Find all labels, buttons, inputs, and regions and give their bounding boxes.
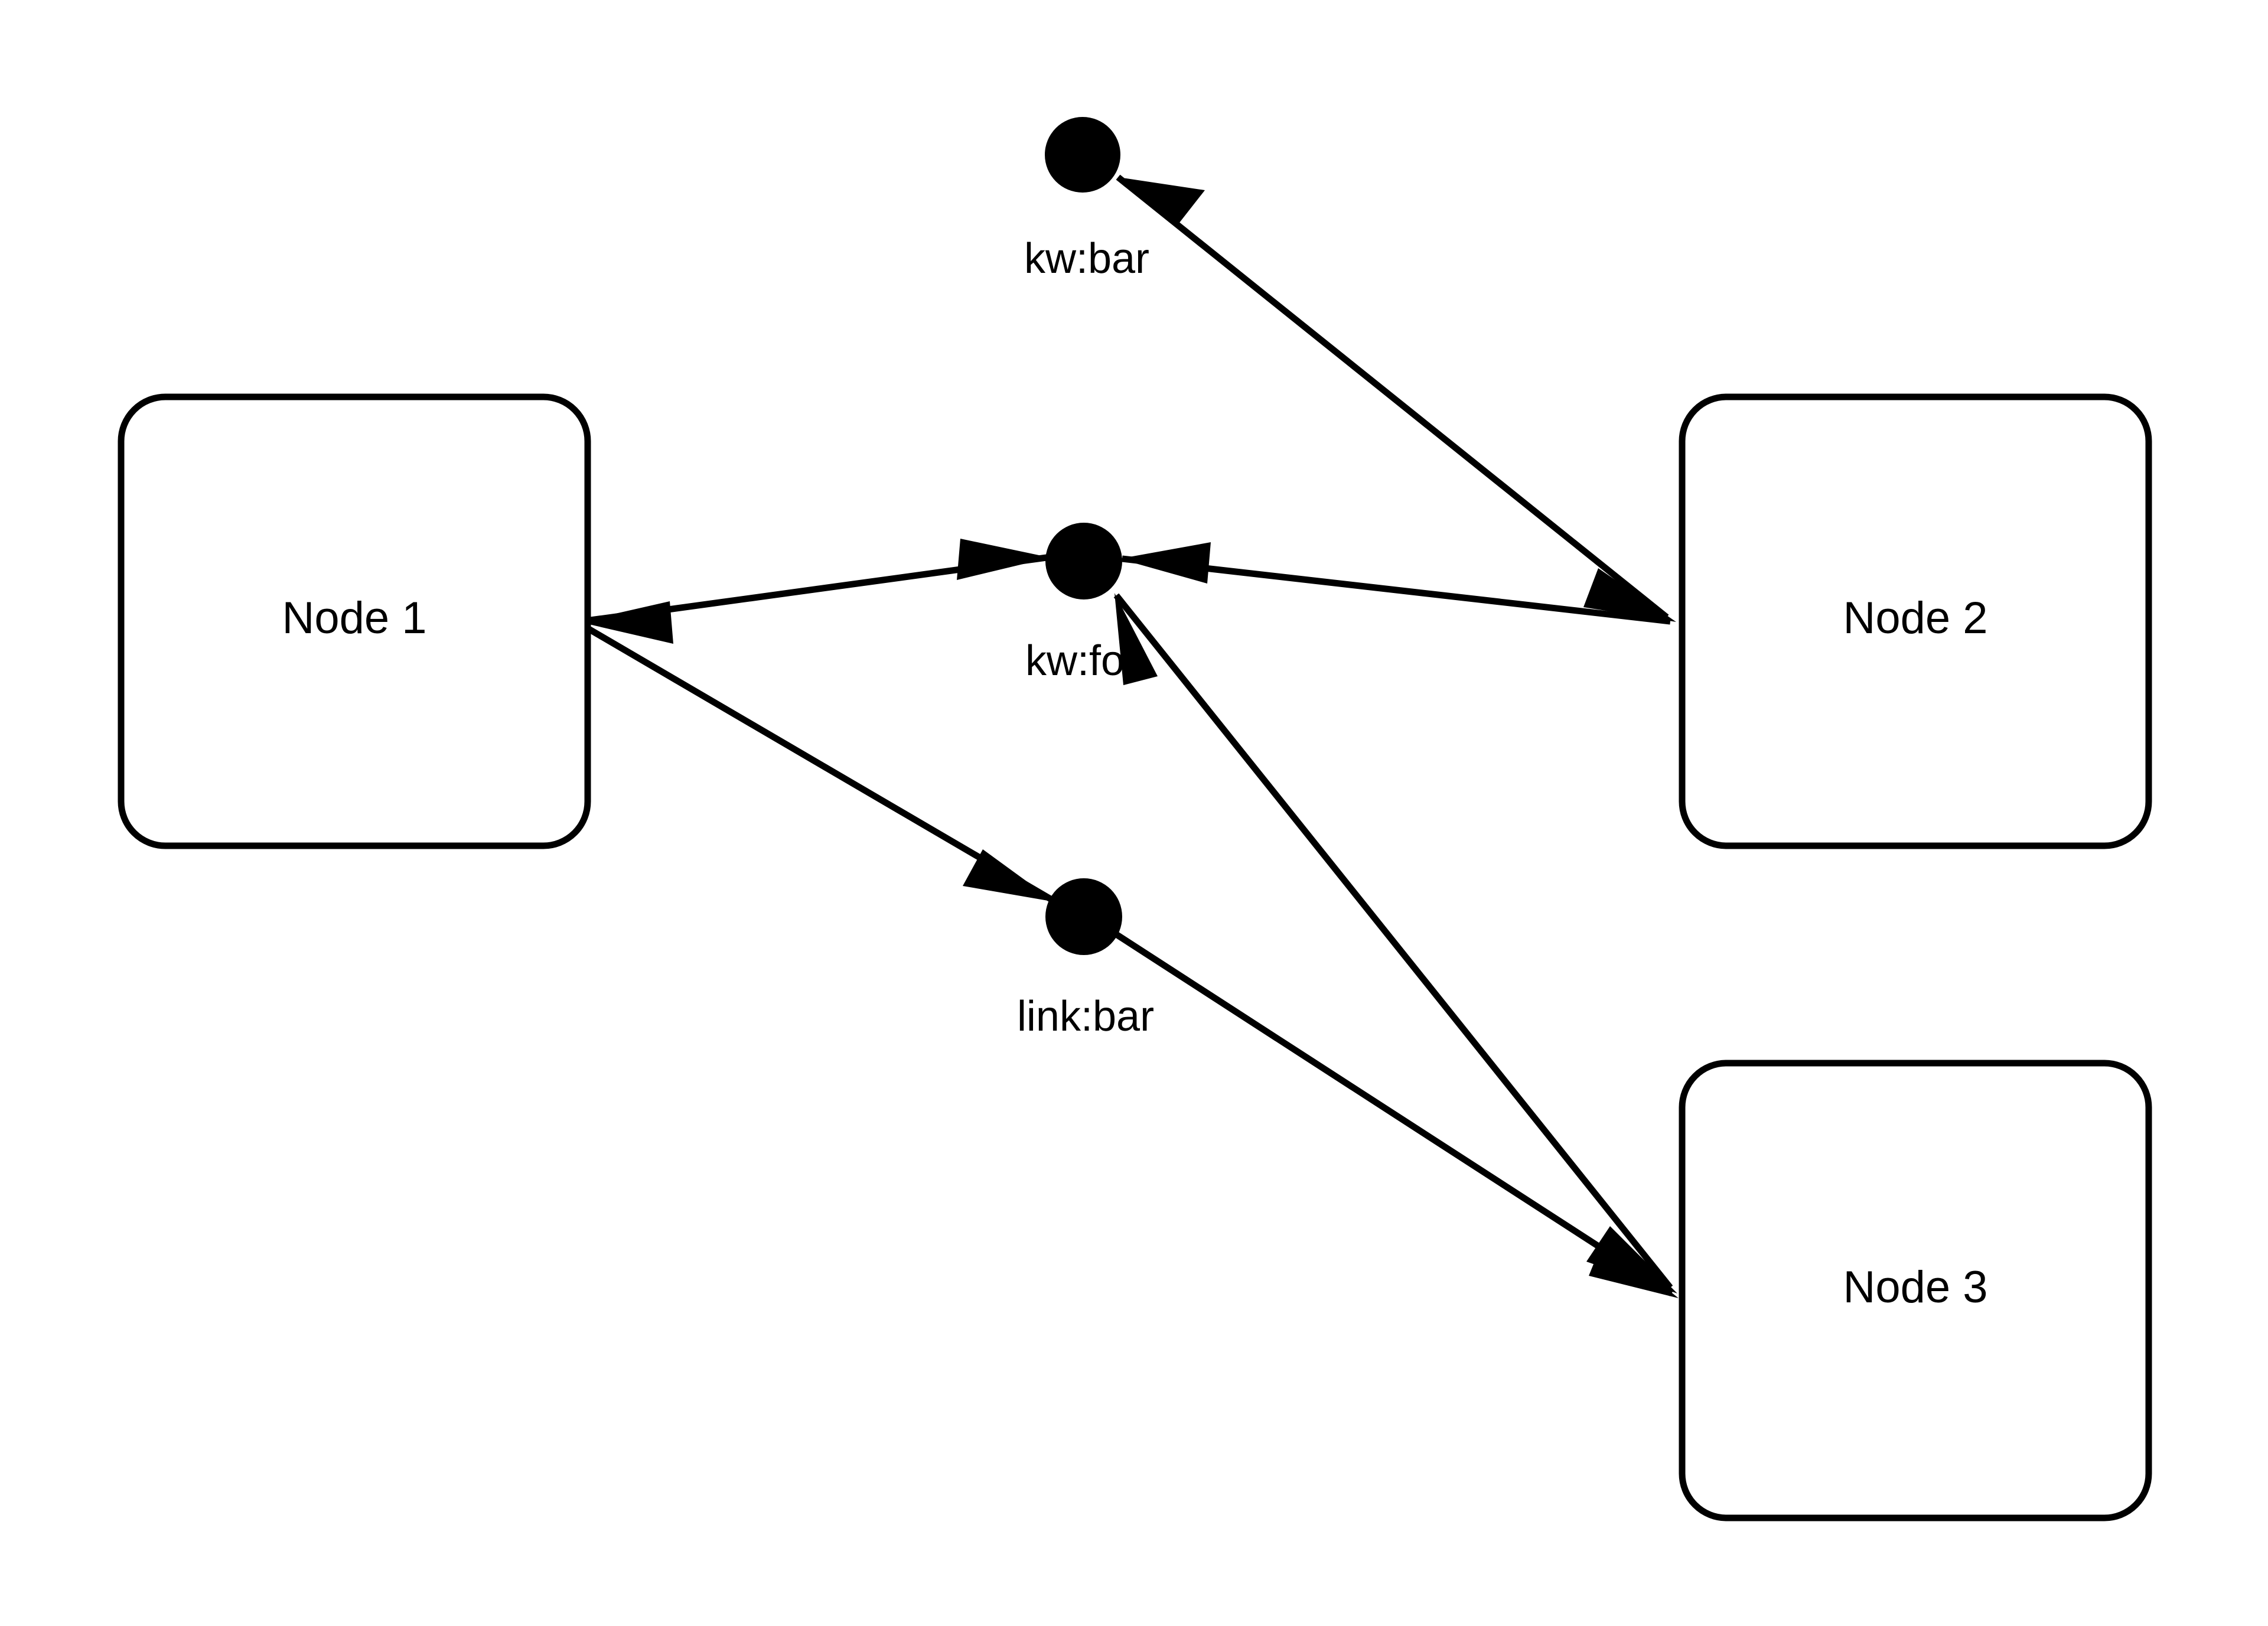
edge-line — [1115, 931, 1673, 1296]
arrow-head-node2-upper — [1583, 568, 1676, 622]
nodes-layer: Node 1 Node 2 Node 3 — [118, 393, 2152, 1521]
keyword-node-kwfoo[interactable]: kw:foo — [1025, 523, 1148, 685]
keyword-label-linkbar: link:bar — [1017, 993, 1154, 1040]
edge-line — [1122, 555, 1671, 625]
node-label-node3: Node 3 — [1843, 1262, 1987, 1312]
arrow-head-node1 — [579, 601, 673, 644]
edge-line — [1116, 174, 1669, 620]
keyword-dot-icon — [1045, 523, 1122, 599]
edges-layer — [579, 174, 1679, 1298]
arrow-head-kwfoo-right — [1119, 542, 1211, 584]
keyword-node-kwbar[interactable]: kw:bar — [1024, 117, 1149, 282]
arrow-head-kwfoo-lower — [1115, 593, 1158, 685]
keyword-label-kwfoo: kw:foo — [1025, 637, 1148, 685]
node-rect — [1679, 1060, 2152, 1521]
edge-linkbar-node3[interactable] — [1115, 931, 1679, 1298]
edge-node1-linkbar[interactable] — [580, 622, 1055, 903]
arrow-head-kwbar — [1118, 177, 1205, 226]
node-box-node3[interactable]: Node 3 — [1679, 1060, 2152, 1521]
arrow-head-node3-shallow — [1589, 1238, 1679, 1298]
node-label-node2: Node 2 — [1843, 593, 1987, 643]
arrow-head-linkbar — [963, 849, 1055, 902]
node-rect — [1679, 393, 2152, 849]
keyword-label-kwbar: kw:bar — [1024, 235, 1149, 282]
node-box-node1[interactable]: Node 1 — [118, 393, 591, 849]
keyword-node-linkbar[interactable]: link:bar — [1017, 878, 1154, 1040]
edge-node1-kwfoo[interactable] — [579, 539, 1050, 644]
edge-line — [1113, 593, 1673, 1290]
edge-line — [580, 622, 1054, 903]
node-label-node1: Node 1 — [282, 593, 426, 643]
edge-kwbar-node2[interactable] — [1116, 174, 1676, 622]
node-box-node2[interactable]: Node 2 — [1679, 393, 2152, 849]
keyword-dot-icon — [1045, 878, 1122, 955]
edge-node2-kwfoo[interactable] — [1119, 542, 1671, 625]
keyword-dots-layer: kw:bar kw:foo link:bar — [1017, 117, 1154, 1040]
arrow-head-kwfoo-left — [957, 539, 1050, 580]
keyword-dot-icon — [1045, 117, 1120, 193]
edge-node3-kwfoo[interactable] — [1113, 593, 1677, 1293]
node-rect — [118, 393, 591, 849]
